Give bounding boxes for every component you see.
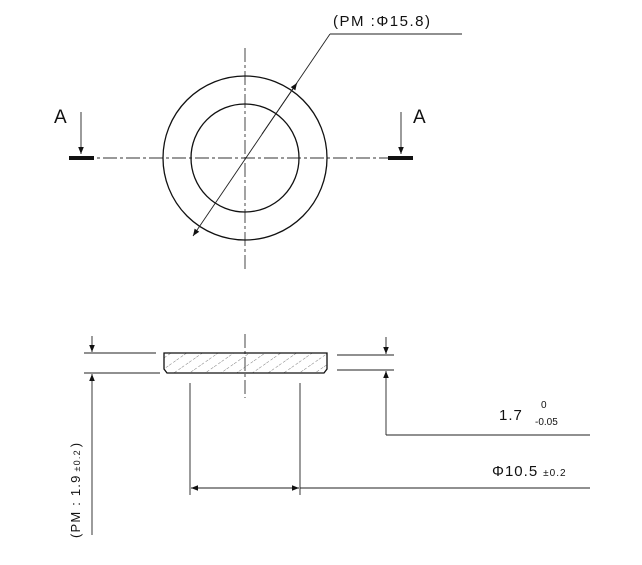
diameter-leader [192,33,331,237]
thickness-label: 1.7 [499,407,523,424]
section-marker-right: A [388,107,426,160]
section-body [163,352,328,374]
section-label-right: A [413,107,426,128]
section-marker-left: A [54,107,94,160]
outer-circle [162,75,328,241]
inner-circle [190,103,300,213]
thickness-upper-tol: 0 [541,400,547,411]
thickness-lower-tol: -0.05 [535,417,558,428]
outer-diameter-label: (PM :Φ15.8) [333,13,432,30]
inner-diameter-label: Φ10.5±0.2 [492,463,567,480]
section-view: (PM : 1.9±0.2) 1.7 0 -0.05 Φ10.5±0.2 [68,334,590,538]
diameter-leader-arrow [261,82,298,135]
section-label-left: A [54,107,67,128]
overall-height-label: (PM : 1.9±0.2) [68,442,83,538]
top-view: (PM :Φ15.8) A A [54,13,462,272]
